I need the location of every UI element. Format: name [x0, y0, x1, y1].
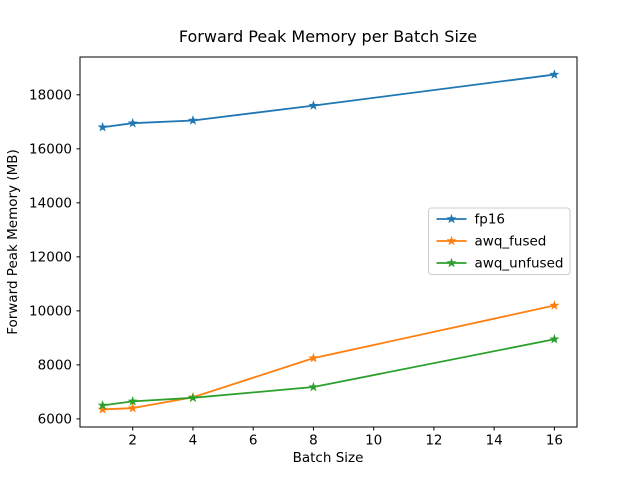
x-tick-label: 16	[546, 433, 563, 449]
plot-frame	[79, 56, 578, 428]
x-tick-label: 12	[425, 433, 442, 449]
legend-entry-awq_unfused: awq_unfused	[436, 256, 564, 272]
y-tick-label: 16000	[29, 141, 72, 157]
data-point-marker-awq_unfused	[127, 396, 138, 406]
x-axis-label: Batch Size	[293, 450, 364, 466]
legend: fp16 awq_fused awq_unfused	[428, 207, 571, 275]
data-point-marker-awq_fused	[127, 402, 138, 413]
data-point-marker-fp16	[308, 100, 319, 110]
legend-label: fp16	[475, 212, 506, 228]
data-point-marker-awq_unfused	[187, 392, 198, 403]
data-point-marker-awq_fused	[549, 300, 560, 310]
y-tick-label: 12000	[29, 249, 72, 265]
data-point-marker-awq_unfused	[308, 381, 319, 392]
series-line-fp16	[102, 73, 555, 129]
legend-box	[428, 207, 571, 275]
x-tick-label: 4	[189, 433, 198, 449]
x-tick-label: 10	[365, 433, 382, 449]
legend-swatch-star-icon	[446, 213, 457, 224]
data-point-marker-awq_unfused	[549, 333, 560, 344]
chart-title: Forward Peak Memory per Batch Size	[179, 27, 477, 46]
data-point-marker-fp16	[187, 115, 198, 125]
legend-label: awq_unfused	[475, 256, 564, 272]
legend-swatch-star-icon	[446, 235, 457, 246]
x-tick-label: 6	[249, 433, 258, 449]
legend-entry-awq_fused: awq_fused	[436, 234, 547, 250]
data-point-marker-awq_fused	[97, 404, 108, 414]
axis-ticks: 2 4 6 8 10 12 14 16 6000 8000 10000 12000 14000 16000…	[29, 87, 563, 448]
x-tick-label: 14	[486, 433, 503, 449]
x-tick-label: 8	[309, 433, 318, 449]
legend-label: awq_fused	[475, 234, 547, 250]
y-tick-label: 6000	[38, 411, 72, 427]
series-line-awq_fused	[102, 304, 555, 411]
data-point-marker-fp16	[97, 121, 108, 132]
y-tick-label: 10000	[29, 303, 72, 319]
x-tick-label: 2	[128, 433, 137, 449]
y-tick-label: 14000	[29, 195, 72, 211]
data-point-marker-awq_unfused	[97, 400, 108, 410]
y-tick-label: 18000	[29, 87, 72, 103]
data-point-marker-fp16	[127, 117, 138, 128]
data-point-marker-fp16	[549, 69, 560, 79]
legend-swatch-star-icon	[446, 257, 457, 268]
y-axis-label: Forward Peak Memory (MB)	[5, 149, 21, 335]
series-line-awq_unfused	[102, 338, 555, 407]
y-tick-label: 8000	[38, 357, 72, 373]
data-series	[97, 69, 560, 414]
legend-entry-fp16: fp16	[436, 212, 506, 228]
data-point-marker-awq_fused	[308, 352, 319, 363]
